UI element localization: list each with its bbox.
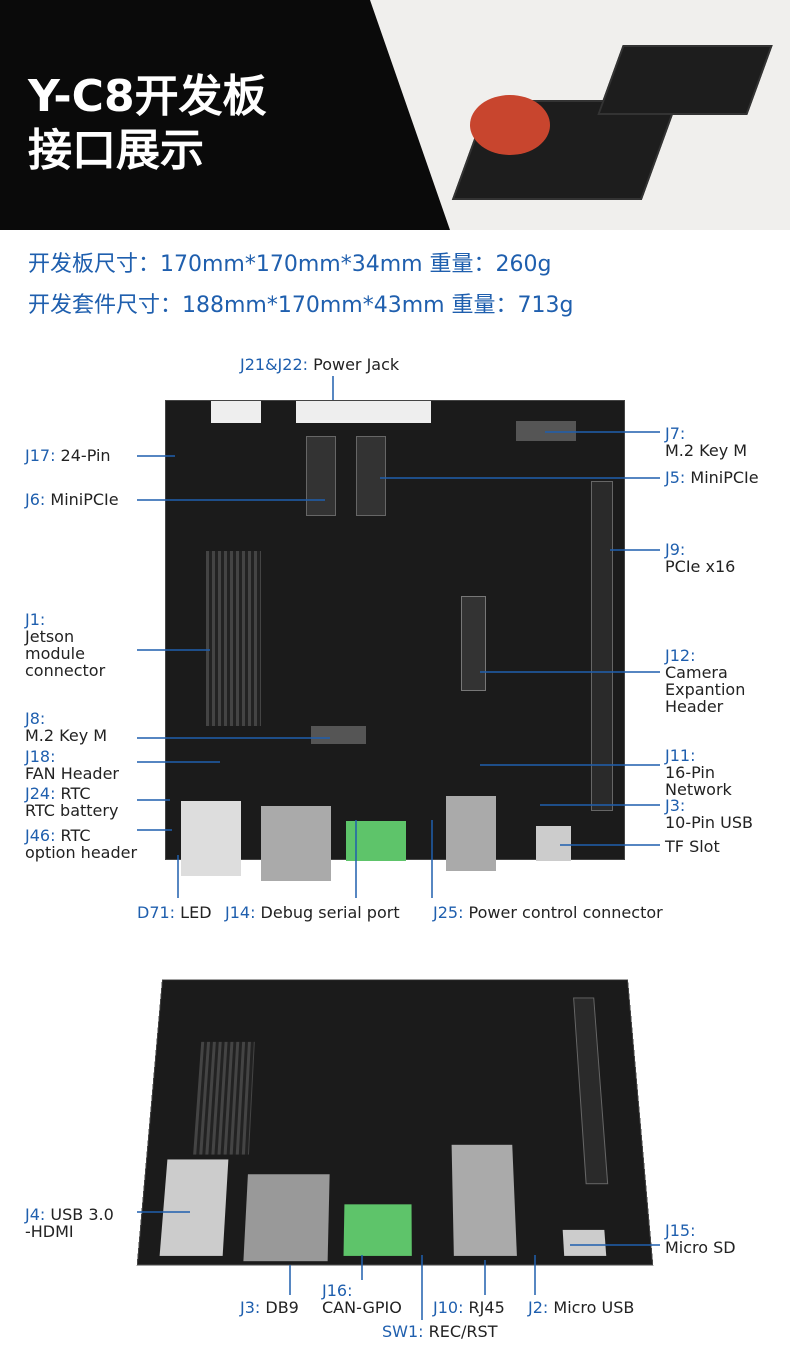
label-j4: J4: USB 3.0 -HDMI xyxy=(25,1205,114,1241)
label-j7: J7: M.2 Key M xyxy=(665,424,748,460)
label-sw1: SW1: REC/RST xyxy=(382,1322,498,1341)
product-photo-board-2 xyxy=(597,45,773,115)
pcie-x16-j9 xyxy=(591,481,613,811)
label-j24: J24: RTC RTC battery xyxy=(25,784,119,820)
pcie-slot xyxy=(573,997,609,1185)
label-j11: J11: 16-Pin Network xyxy=(665,746,732,799)
db9-port xyxy=(261,806,331,881)
label-j12: J12: Camera Expantion Header xyxy=(665,646,746,716)
minipcie-j5 xyxy=(356,436,386,516)
kit-spec: 开发套件尺寸：188mm*170mm*43mm 重量：713g xyxy=(28,293,574,318)
page-title: Y-C8开发板 接口展示 xyxy=(28,71,267,176)
microsd-j15 xyxy=(562,1229,607,1256)
gpio-terminal xyxy=(346,821,406,861)
hero-banner: Y-C8开发板 接口展示 xyxy=(0,0,790,230)
minipcie-j6 xyxy=(306,436,336,516)
rj45-port xyxy=(446,796,496,871)
usb-hdmi-j4 xyxy=(159,1159,229,1256)
board-spec: 开发板尺寸：170mm*170mm*34mm 重量：260g xyxy=(28,252,552,277)
label-j17: J17: 24-Pin xyxy=(25,446,111,465)
usb-stack xyxy=(181,801,241,876)
m2-j8 xyxy=(311,726,366,744)
label-d71: D71: LED xyxy=(137,903,212,922)
jetson-connector xyxy=(193,1041,255,1155)
camera-header-j12 xyxy=(461,596,486,691)
label-j5: J5: MiniPCIe xyxy=(665,468,759,487)
rj45-j10 xyxy=(451,1144,517,1256)
jetson-connector-j1 xyxy=(206,551,261,726)
power-jack-j22 xyxy=(296,401,431,423)
db9-j3 xyxy=(243,1174,330,1262)
top-board-photo xyxy=(165,400,625,881)
label-j3-usb: J3: 10-Pin USB xyxy=(665,796,753,832)
label-j6: J6: MiniPCIe xyxy=(25,490,119,509)
label-j46: J46: RTC option header xyxy=(25,826,138,862)
label-j25: J25: Power control connector xyxy=(433,903,663,922)
label-j14: J14: Debug serial port xyxy=(225,903,400,922)
label-j10: J10: RJ45 xyxy=(433,1298,505,1317)
m2-j7 xyxy=(516,421,576,441)
label-j9: J9: PCIe x16 xyxy=(665,540,736,576)
bottom-board-photo xyxy=(136,979,654,1266)
label-j3-db9: J3: DB9 xyxy=(240,1298,299,1317)
label-j16: J16: CAN-GPIO xyxy=(322,1281,402,1317)
label-j18: J18: FAN Header xyxy=(25,747,119,783)
tf-slot xyxy=(536,826,571,861)
label-j15: J15: Micro SD xyxy=(665,1221,736,1257)
label-tf-slot: TF Slot xyxy=(665,837,720,856)
label-j2: J2: Micro USB xyxy=(528,1298,635,1317)
label-j8: J8: M.2 Key M xyxy=(25,709,108,745)
label-j1: J1: Jetson module connector xyxy=(25,610,106,680)
label-j21-j22: J21&J22: Power Jack xyxy=(240,355,400,374)
product-photo-heatsink xyxy=(470,95,550,155)
power-jack-j21 xyxy=(211,401,261,423)
hero-black-panel xyxy=(0,0,450,230)
can-gpio-j16 xyxy=(343,1204,412,1256)
